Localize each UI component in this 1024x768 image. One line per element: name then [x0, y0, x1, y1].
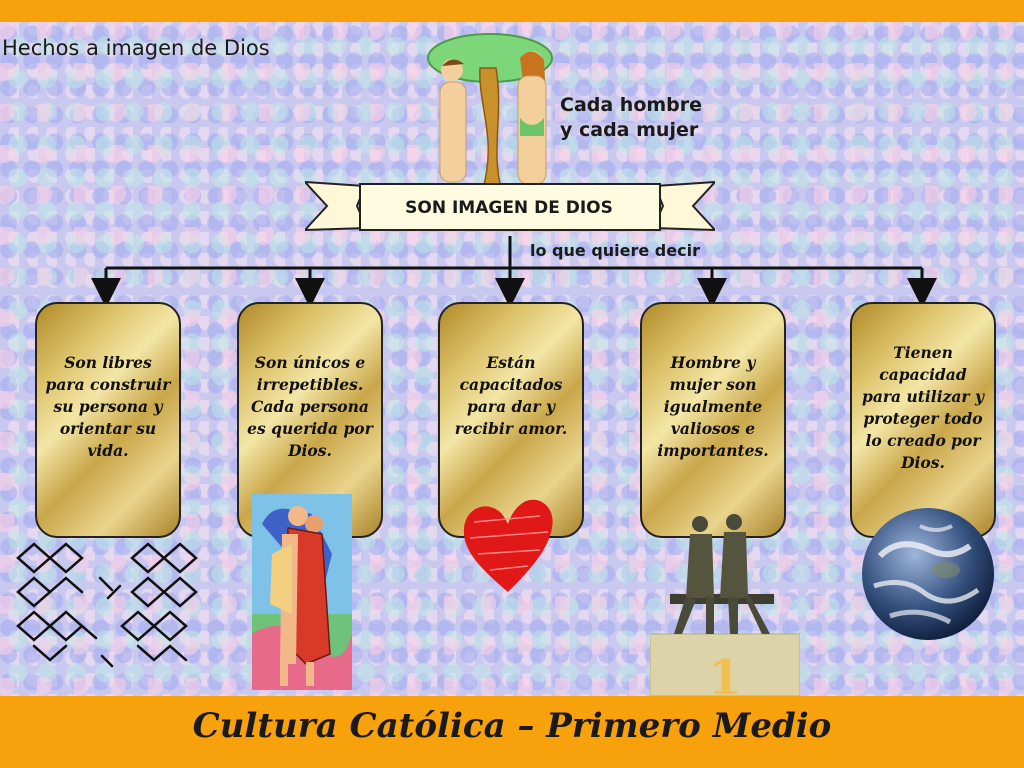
footer-text: Cultura Católica – Primero Medio [192, 706, 832, 746]
earth-globe-icon [862, 508, 994, 640]
concept-box-5: Tienen capacidad para utilizar y protege… [850, 302, 996, 538]
concept-text-1: Son libres para construir su persona y o… [45, 353, 171, 460]
broken-chain-icon [16, 542, 198, 668]
subject-line-1: Cada hombre [560, 94, 703, 116]
concept-text-3: Están capacitados para dar y recibir amo… [454, 353, 568, 438]
top-bar [0, 0, 1024, 22]
subject-line-2: y cada mujer [560, 119, 699, 141]
heart-icon [463, 499, 553, 592]
concept-box-1: Son libres para construir su persona y o… [35, 302, 181, 538]
concept-box-3: Están capacitados para dar y recibir amo… [438, 302, 584, 538]
bottom-bar [0, 696, 1024, 768]
subject-label: Cada hombre y cada mujer [560, 93, 702, 143]
ribbon-banner [305, 180, 715, 232]
embracing-couple-icon [252, 494, 352, 690]
concept-box-4: Hombre y mujer son igualmente valiosos e… [640, 302, 786, 538]
connector-label: lo que quiere decir [530, 241, 700, 260]
concept-text-5: Tienen capacidad para utilizar y protege… [862, 343, 984, 472]
slide-title: Hechos a imagen de Dios [2, 36, 270, 60]
connector-lines [91, 236, 937, 308]
seated-couple-statue-icon: 1 [650, 514, 800, 696]
pedestal-number: 1 [708, 650, 741, 696]
adam-eve-tree-icon [427, 33, 553, 192]
concept-text-2: Son únicos e irrepetibles. Cada persona … [247, 353, 373, 460]
concept-text-4: Hombre y mujer son igualmente valiosos e… [657, 353, 769, 460]
banner-text: SON IMAGEN DE DIOS [405, 198, 613, 218]
